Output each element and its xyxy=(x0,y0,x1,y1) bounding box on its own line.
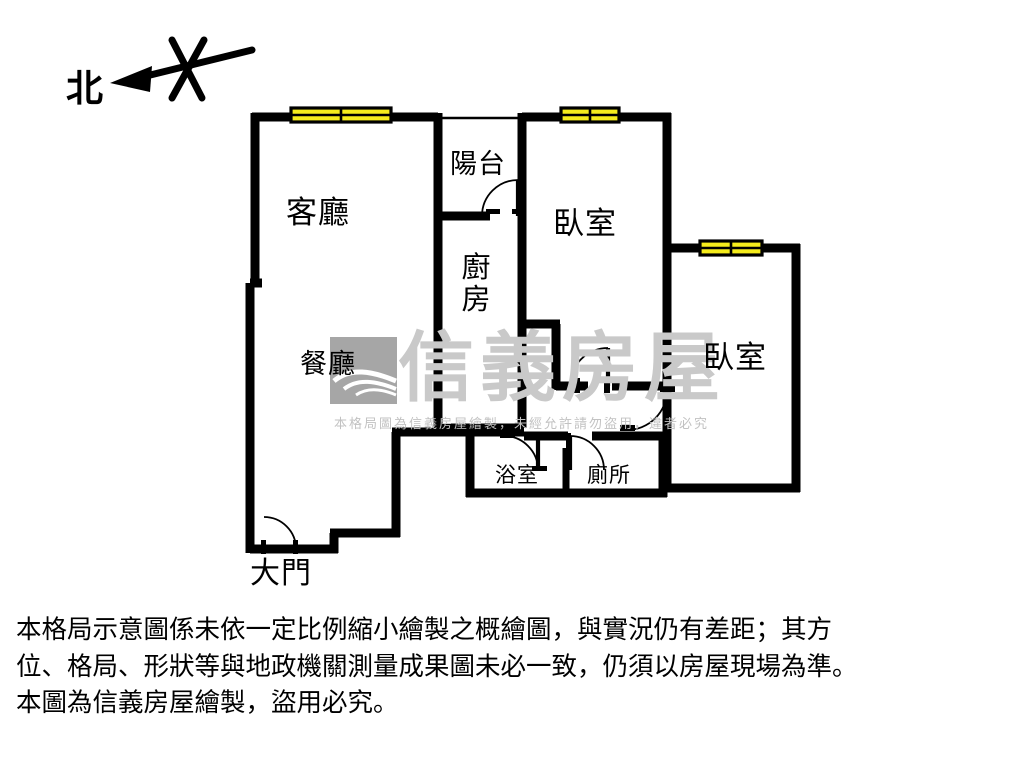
disclaimer-text: 本格局示意圖係未依一定比例縮小繪製之概繪圖，與實況仍有差距；其方 位、格局、形狀… xyxy=(16,612,1012,722)
window-group xyxy=(289,106,764,257)
entrance-door xyxy=(261,516,298,554)
living-window xyxy=(289,106,393,124)
bedroom1-door xyxy=(569,347,611,393)
door-group xyxy=(261,179,675,554)
bedroom2-window xyxy=(698,239,764,257)
north-label: 北 xyxy=(66,66,103,110)
room-label-bathroom: 浴室 xyxy=(495,463,539,487)
bedroom1-window xyxy=(559,106,621,124)
room-label-bedroom-2: 臥室 xyxy=(703,340,767,376)
toilet-door xyxy=(566,433,605,471)
room-label-balcony: 陽台 xyxy=(450,149,506,180)
entrance-label: 大門 xyxy=(250,556,312,591)
room-label-bedroom-1: 臥室 xyxy=(553,206,617,242)
disclaimer-line-3: 本圖為信義房屋繪製，盜用必究。 xyxy=(16,688,399,719)
bathroom-door xyxy=(500,433,547,471)
room-label-toilet: 廁所 xyxy=(587,463,631,487)
room-label-living: 客廳 xyxy=(286,195,350,231)
disclaimer-line-2: 位、格局、形狀等與地政機關測量成果圖未必一致，仍須以房屋現場為準。 xyxy=(16,651,858,682)
bedroom2-door xyxy=(620,386,675,431)
room-label-dining: 餐廳 xyxy=(300,349,356,380)
balcony-door xyxy=(481,179,525,217)
room-label-kitchen: 廚房 xyxy=(461,250,491,317)
disclaimer-line-1: 本格局示意圖係未依一定比例縮小繪製之概繪圖，與實況仍有差距；其方 xyxy=(16,615,833,645)
wall-group xyxy=(245,112,801,554)
north-arrow-icon xyxy=(110,36,256,102)
